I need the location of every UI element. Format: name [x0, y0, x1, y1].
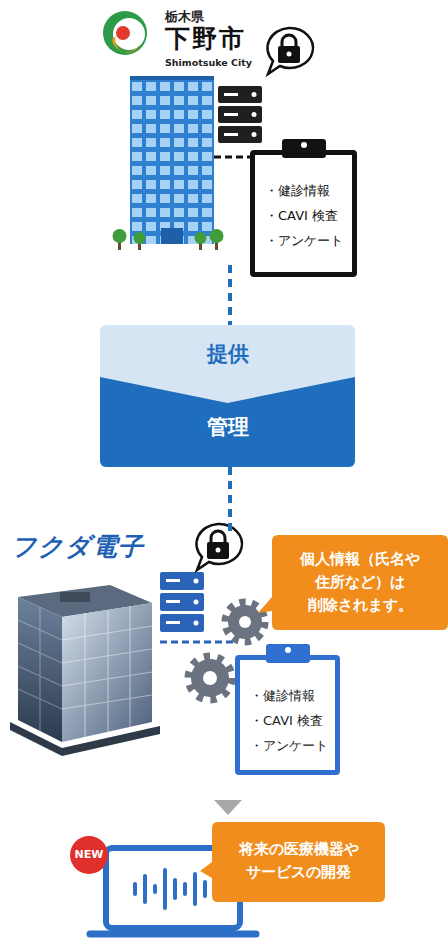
down-arrow: [214, 800, 242, 815]
bubble: [196, 524, 242, 570]
callout-shape: [200, 822, 385, 902]
gear-body: [228, 605, 262, 639]
server-led: [194, 621, 199, 626]
node-text: ・健診情報: [265, 183, 330, 199]
server-slot: [224, 133, 238, 136]
company-building: [10, 585, 160, 756]
building-base: [10, 722, 160, 756]
node-text: フクダ電子: [11, 532, 144, 562]
server-unit: [218, 86, 262, 103]
server-slot: [166, 579, 180, 582]
node-text: 将来の医療機器や サービスの開発: [212, 838, 385, 884]
node-text: Shimotsuke City: [165, 57, 252, 68]
server-led: [194, 600, 199, 605]
gear-hole: [239, 616, 251, 628]
clip: [266, 644, 310, 663]
callout-bubble: [200, 822, 385, 902]
clipboard-clip: [266, 644, 310, 663]
clip: [282, 139, 326, 158]
dashed-connector: [228, 467, 232, 532]
clipboard-clip: [282, 139, 326, 158]
gear: [189, 657, 231, 699]
gear-teeth: [189, 657, 231, 699]
server-unit: [160, 593, 204, 611]
lock-shackle: [282, 35, 296, 47]
node-text: 提供: [100, 342, 355, 367]
callout-bubble: [258, 535, 448, 630]
node-text: ・CAVI 検査: [250, 713, 323, 729]
lock-shackle: [211, 531, 225, 543]
city-node: 栃木県下野市 Shimotsuke City: [95, 5, 270, 265]
clip-hole: [301, 142, 307, 148]
lock-keyhole: [287, 52, 292, 57]
callout: 個人情報（氏名や 住所など）は 削除されます。: [258, 535, 448, 630]
city-building: [113, 76, 224, 250]
city-server: [214, 86, 262, 157]
node-text: NEW: [70, 836, 108, 874]
laptop-base: [90, 931, 256, 938]
node-text: ・アンケート: [265, 233, 343, 249]
glass-grid: [18, 607, 62, 731]
server-slot: [166, 600, 180, 603]
server-slot: [224, 113, 238, 116]
lock-bubble: [196, 524, 242, 570]
node-text: ・健診情報: [250, 688, 315, 704]
logo-dot: [116, 26, 130, 40]
node-text: ・CAVI 検査: [265, 208, 338, 224]
building-right: [62, 603, 152, 742]
logo-inner: [113, 18, 145, 50]
node-text: ・アンケート: [250, 738, 328, 754]
tree: [210, 229, 224, 243]
waveform: [135, 870, 215, 908]
building-roof: [130, 76, 214, 80]
city-logo-mark: [103, 11, 147, 55]
lock-keyhole: [216, 548, 221, 553]
node-text: 下野市: [165, 24, 246, 54]
clip-hole: [285, 647, 291, 653]
logo-ring: [103, 11, 147, 55]
node-text: 栃木県: [165, 9, 204, 25]
gear-hole: [203, 671, 217, 685]
new-badge: NEW: [70, 836, 108, 874]
node-text: 管理: [100, 415, 355, 440]
server-slot: [224, 93, 238, 96]
lock-body: [278, 46, 300, 63]
server-unit: [160, 572, 204, 590]
server-unit: [218, 106, 262, 123]
callout: 将来の医療機器や サービスの開発: [200, 822, 385, 902]
company-node: フクダ電子: [5, 532, 265, 745]
server-wire: [214, 156, 250, 159]
gear-teeth: [226, 603, 264, 641]
band-chevron: [100, 377, 355, 467]
gear-body: [191, 659, 229, 697]
lock-body: [207, 542, 229, 559]
server-unit: [160, 614, 204, 632]
building-door: [161, 228, 183, 244]
clipboard: ・健診情報・CAVI 検査・アンケート: [250, 150, 357, 277]
tree: [134, 232, 146, 244]
server-unit: [218, 126, 262, 143]
tree: [195, 232, 207, 244]
node-text: 個人情報（氏名や 住所など）は 削除されます。: [272, 548, 448, 617]
server-slot: [166, 621, 180, 624]
building-roof-unit: [60, 592, 90, 602]
server-led: [252, 112, 257, 117]
glass-grid: [62, 606, 152, 737]
server-led: [252, 92, 257, 97]
server-wire: [160, 641, 236, 644]
building-left: [18, 597, 62, 742]
building-body: [130, 78, 214, 244]
clipboard: ・健診情報・CAVI 検査・アンケート: [235, 655, 340, 775]
bubble: [267, 28, 313, 74]
lock-bubble: [267, 28, 313, 74]
flow-band: 提供管理: [100, 325, 355, 467]
server-led: [252, 132, 257, 137]
dashed-connector: [228, 265, 232, 325]
gear: [226, 603, 264, 641]
server-led: [194, 579, 199, 584]
tree: [113, 229, 127, 243]
